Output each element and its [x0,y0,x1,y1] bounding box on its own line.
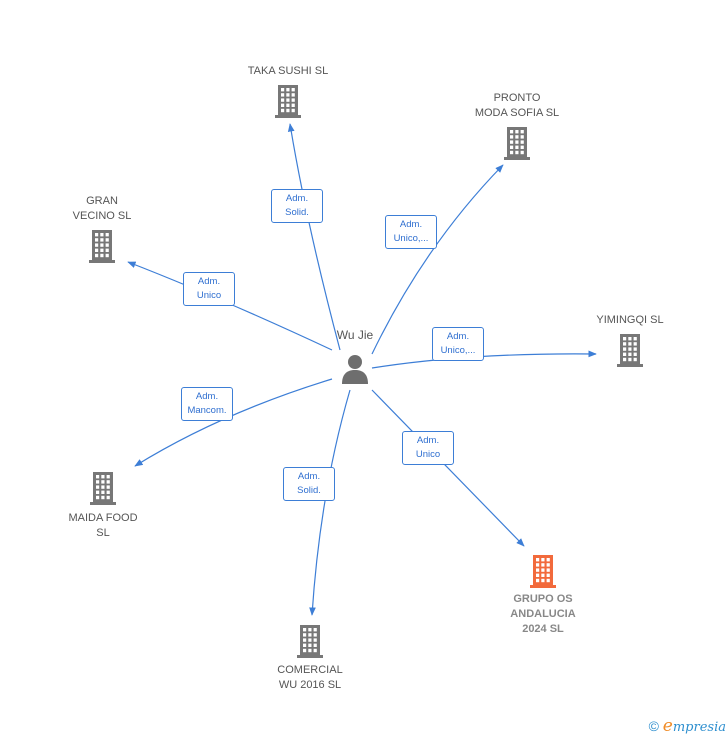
empresia-logo: empresia [662,716,726,736]
relation-text: Unico [415,449,441,460]
company-name-line: SL [96,527,110,539]
relation-badge-comercial-wu[interactable]: Adm. Solid. [283,467,335,501]
company-name-line: YIMINGQI SL [596,314,664,326]
company-label-taka-sushi[interactable]: TAKA SUSHI SL [248,64,329,79]
company-label-gran-vecino[interactable]: GRAN VECINO SL [73,194,132,224]
company-name-line: PRONTO [493,92,541,104]
company-label-pronto-moda-sofia[interactable]: PRONTO MODA SOFIA SL [475,91,559,121]
company-name-line: COMERCIAL [277,664,343,676]
relation-text: Unico [196,290,222,301]
person-name[interactable]: Wu Jie [336,328,374,342]
company-name-line: GRAN [86,195,118,207]
company-name-line: VECINO SL [72,210,132,222]
relation-badge-maida-food[interactable]: Adm. Mancom. [181,387,233,421]
relation-text: Mancom. [187,405,227,416]
building-icon[interactable] [273,84,303,123]
relation-text: Solid. [297,485,321,496]
company-label-comercial-wu[interactable]: COMERCIAL WU 2016 SL [277,663,342,693]
building-icon[interactable] [615,333,645,372]
relation-text: Solid. [285,207,309,218]
relation-text: Unico,... [440,345,476,356]
building-icon[interactable] [88,471,118,510]
edge-taka-sushi [287,123,341,351]
relation-text: Adm. [297,471,321,482]
company-label-yimingqi[interactable]: YIMINGQI SL [596,313,663,328]
copyright-icon: © [648,718,659,734]
relation-badge-pronto-moda-sofia[interactable]: Adm. Unico,... [385,215,437,249]
relation-badge-yimingqi[interactable]: Adm. Unico,... [432,327,484,361]
company-name-line: MAIDA FOOD [68,512,138,524]
company-name-line: GRUPO OS [513,593,573,605]
building-icon[interactable] [87,229,117,268]
company-name-line: TAKA SUSHI SL [247,65,329,77]
company-name-line: WU 2016 SL [278,679,342,691]
relation-text: Adm. [399,219,423,230]
edge-grupo-os-andalucia [371,389,525,547]
edge-yimingqi [371,350,597,369]
building-icon[interactable] [528,554,558,593]
edge-pronto-moda-sofia [371,164,504,355]
company-name-line: MODA SOFIA SL [474,107,560,119]
edge-maida-food [134,378,333,467]
building-icon[interactable] [502,126,532,165]
relation-text: Adm. [285,193,309,204]
relation-text: Adm. [195,391,219,402]
edge-comercial-wu [309,389,351,616]
person-icon[interactable] [341,354,369,389]
relation-text: Adm. [416,435,440,446]
company-name-line: 2024 SL [522,623,564,635]
relation-badge-grupo-os-andalucia[interactable]: Adm. Unico [402,431,454,465]
company-name-line: ANDALUCIA [510,608,576,620]
footer-brand: © empresia [649,716,726,736]
building-icon[interactable] [295,624,325,663]
relation-text: Adm. [197,276,221,287]
company-label-maida-food[interactable]: MAIDA FOOD SL [68,511,137,541]
relation-text: Adm. [446,331,470,342]
relation-badge-gran-vecino[interactable]: Adm. Unico [183,272,235,306]
relation-badge-taka-sushi[interactable]: Adm. Solid. [271,189,323,223]
relation-text: Unico,... [393,233,429,244]
company-label-grupo-os-andalucia[interactable]: GRUPO OS ANDALUCIA 2024 SL [510,592,575,637]
